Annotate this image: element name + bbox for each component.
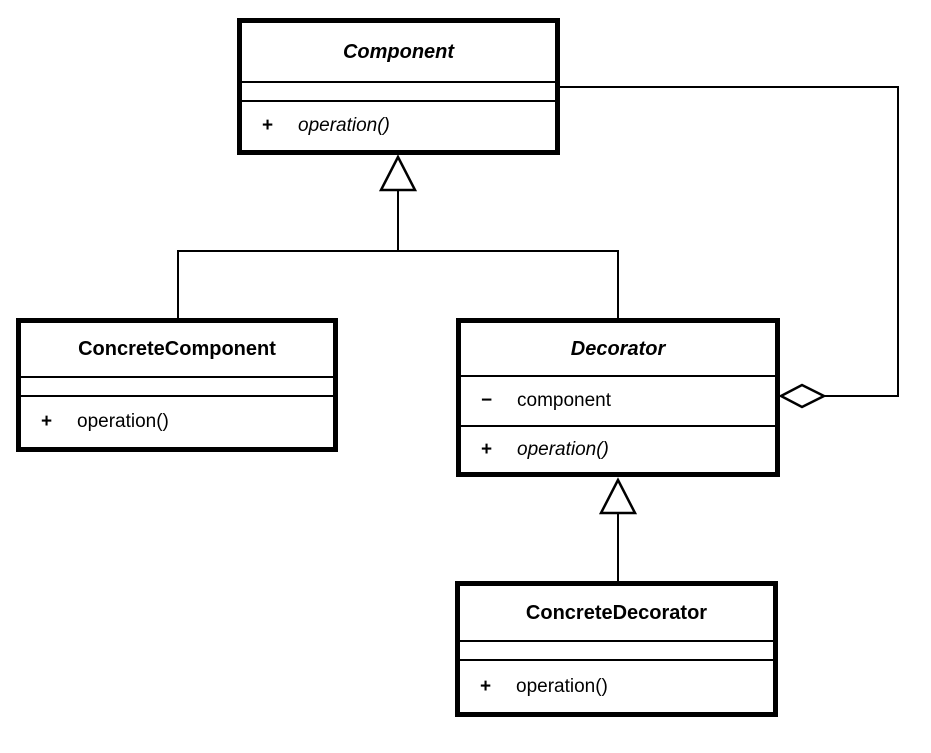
methods-compartment: + operation() [461, 427, 775, 472]
hollow-triangle-icon [378, 154, 418, 192]
method-signature: operation() [77, 411, 169, 432]
class-name: Component [342, 40, 455, 63]
method-signature: operation() [516, 675, 608, 697]
divider [460, 640, 773, 642]
visibility-public: + [480, 675, 492, 697]
divider [460, 659, 773, 661]
class-name: ConcreteComponent [78, 338, 276, 360]
divider [461, 425, 775, 427]
attributes-compartment: − component [461, 377, 775, 425]
divider [242, 100, 555, 102]
divider [21, 376, 333, 378]
attribute-name: component [517, 390, 612, 411]
class-name: ConcreteDecorator [525, 601, 708, 624]
class-box-concrete-component: ConcreteComponent + operation() [16, 318, 338, 452]
methods-compartment: + operation() [21, 397, 333, 447]
method-operation: + operation() [460, 676, 773, 698]
class-box-concrete-decorator: ConcreteDecorator + operation() [455, 581, 778, 717]
attribute-component: − component [461, 390, 775, 412]
divider [242, 81, 555, 83]
divider [21, 395, 333, 397]
attributes-compartment-empty [21, 378, 333, 395]
method-signature: operation() [298, 115, 390, 136]
attributes-compartment-empty [242, 83, 555, 100]
generalization-to-component [177, 154, 619, 318]
class-box-component: Component + operation() [237, 18, 560, 155]
class-box-decorator: Decorator − component + operation() [456, 318, 780, 477]
generalization-concretedecorator-to-decorator [598, 477, 638, 581]
visibility-public: + [41, 411, 53, 432]
method-operation: + operation() [242, 115, 555, 137]
method-operation: + operation() [461, 439, 775, 461]
divider [461, 375, 775, 377]
aggregation-decorator-to-component [560, 86, 899, 409]
methods-compartment: + operation() [242, 102, 555, 150]
method-operation: + operation() [21, 411, 333, 433]
methods-compartment: + operation() [460, 661, 773, 712]
visibility-private: − [481, 390, 493, 411]
class-name: Decorator [570, 337, 666, 360]
method-signature: operation() [517, 438, 609, 460]
hollow-triangle-icon [598, 477, 638, 515]
visibility-public: + [262, 115, 274, 136]
visibility-public: + [481, 438, 493, 460]
attributes-compartment-empty [460, 642, 773, 659]
hollow-diamond-icon [778, 383, 827, 409]
